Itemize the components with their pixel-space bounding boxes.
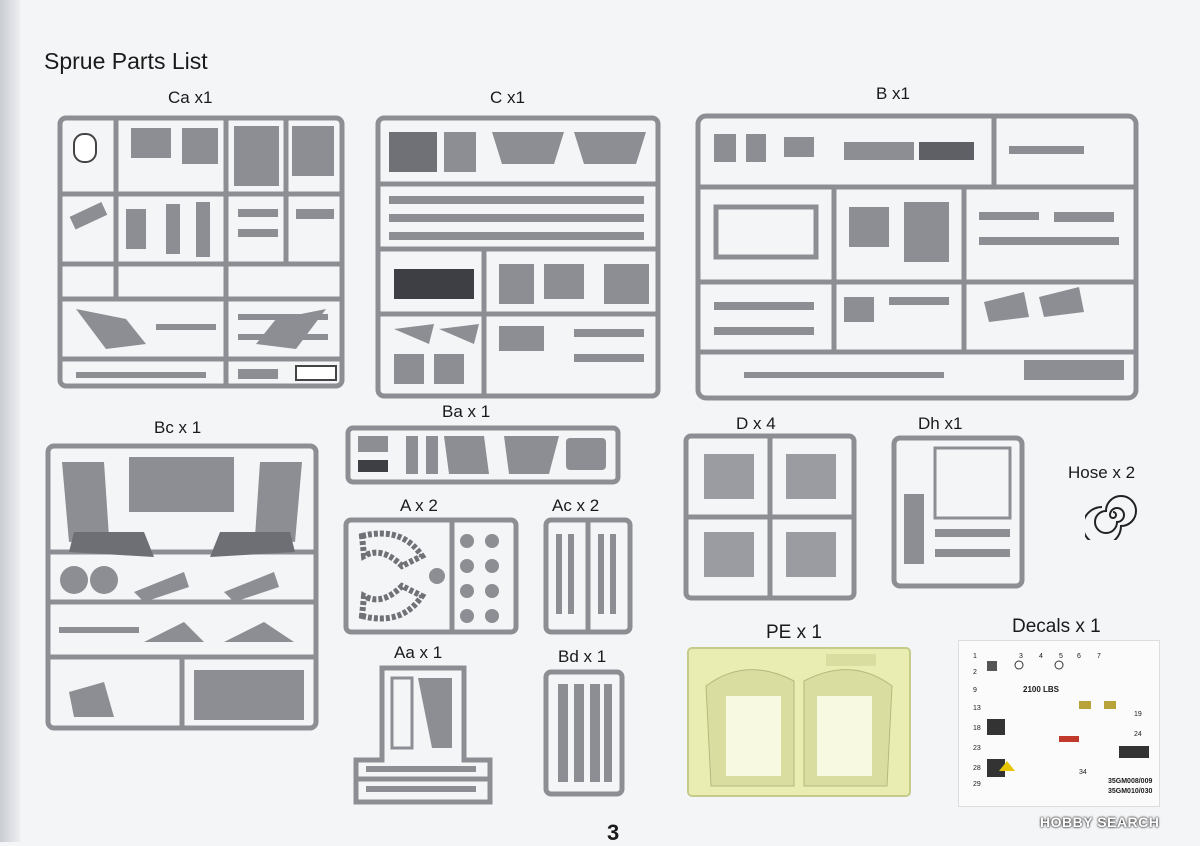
decal-number: 3 xyxy=(1019,653,1023,660)
decal-weight-text: 2100 LBS xyxy=(1023,685,1060,694)
decal-number: 28 xyxy=(973,765,981,772)
label-sprue-bc: Bc x 1 xyxy=(154,418,202,437)
decal-number: 13 xyxy=(973,705,981,712)
decal-number: 4 xyxy=(1039,653,1043,660)
label-sprue-bd: Bd x 1 xyxy=(558,647,607,666)
label-sprue-ca: Ca x1 xyxy=(168,88,213,107)
decal-code-1: 35GM008/009 xyxy=(1108,778,1153,785)
page-title: Sprue Parts List xyxy=(44,48,208,74)
decal-markings xyxy=(987,660,1149,777)
sprue-dh xyxy=(890,434,1026,590)
label-sprue-d: D x 4 xyxy=(736,414,776,433)
decal-number: 1 xyxy=(973,653,977,660)
sprue-ca xyxy=(56,114,346,390)
decal-number: 34 xyxy=(1079,769,1087,776)
decal-number: 5 xyxy=(1059,653,1063,660)
decal-number: 18 xyxy=(973,725,981,732)
label-sprue-c: C x1 xyxy=(490,88,525,107)
label-sprue-aa: Aa x 1 xyxy=(394,643,443,662)
decal-code-2: 35GM010/030 xyxy=(1108,788,1153,795)
sprue-c xyxy=(374,114,662,400)
decal-number: 9 xyxy=(973,687,977,694)
decal-number: 24 xyxy=(1134,731,1142,738)
label-sprue-ac: Ac x 2 xyxy=(552,496,600,515)
sprue-bc xyxy=(44,442,320,732)
sprue-bd xyxy=(542,668,626,798)
label-decals: Decals x 1 xyxy=(1012,616,1101,637)
label-pe: PE x 1 xyxy=(766,622,822,643)
decal-sheet: 1 3 4 5 6 7 2 9 2100 LBS 13 18 23 28 29 … xyxy=(958,640,1160,807)
decal-number: 6 xyxy=(1077,653,1081,660)
sprue-d xyxy=(682,432,858,602)
label-hose: Hose x 2 xyxy=(1068,463,1136,482)
decal-number: 19 xyxy=(1134,711,1142,718)
decal-number: 2 xyxy=(973,669,977,676)
sprue-b xyxy=(694,112,1140,402)
watermark: HOBBY SEARCH xyxy=(1040,814,1160,830)
sprue-a xyxy=(342,516,520,636)
decal-number: 29 xyxy=(973,781,981,788)
label-sprue-ba: Ba x 1 xyxy=(442,402,491,421)
sprue-ac xyxy=(542,516,634,636)
photo-etch-sheet xyxy=(686,646,912,803)
decal-number: 23 xyxy=(973,745,981,752)
label-sprue-a: A x 2 xyxy=(400,496,438,515)
hose-coil-icon xyxy=(1082,490,1141,546)
sprue-aa xyxy=(352,664,494,806)
label-sprue-dh: Dh x1 xyxy=(918,414,963,433)
label-sprue-b: B x1 xyxy=(876,84,911,103)
decal-number: 7 xyxy=(1097,653,1101,660)
page-number: 3 xyxy=(607,820,620,845)
sprue-ba xyxy=(344,424,622,486)
page-edge xyxy=(0,0,20,842)
